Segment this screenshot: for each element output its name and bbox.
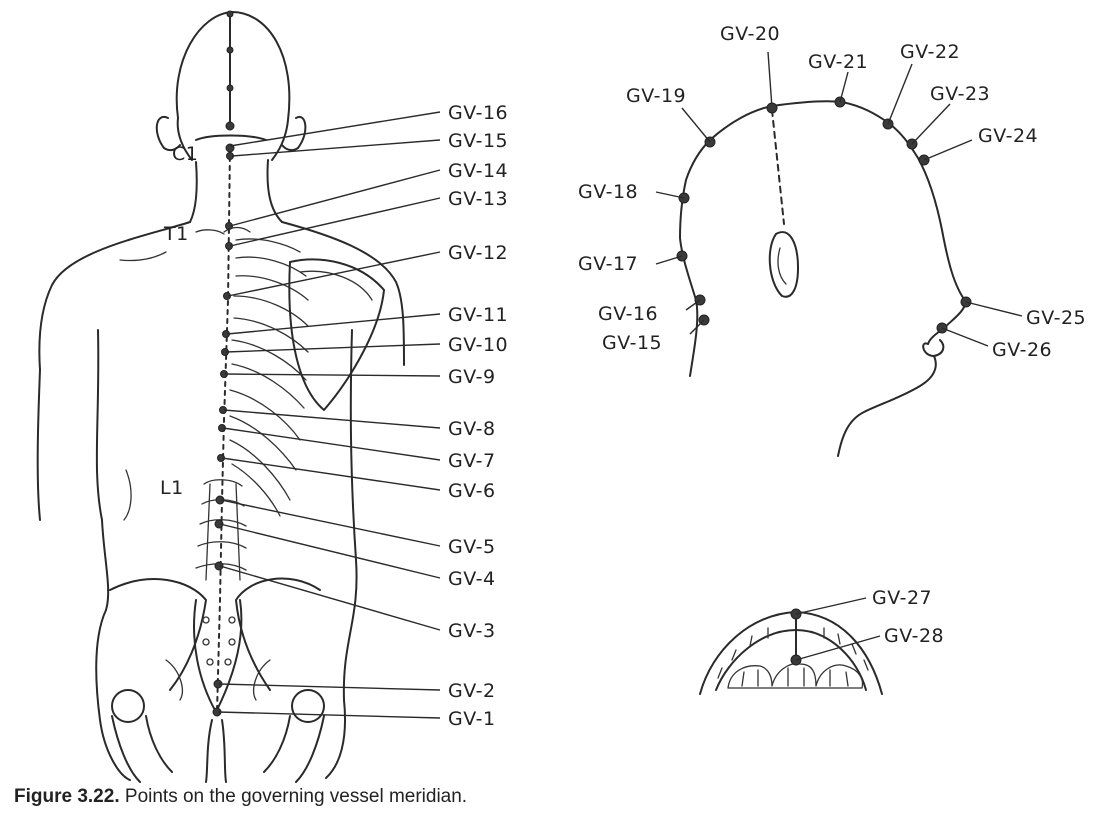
label-head-gv17: GV-17: [578, 253, 638, 275]
back-body-outline: [36, 11, 405, 783]
label-back-gv15: GV-15: [448, 130, 508, 152]
label-head-gv23: GV-23: [930, 83, 990, 105]
label-back-gv12: GV-12: [448, 242, 508, 264]
label-mouth-gv27: GV-27: [872, 587, 932, 609]
label-back-gv7: GV-7: [448, 450, 496, 472]
label-head-gv25: GV-25: [1026, 307, 1086, 329]
mouth-view: [699, 611, 883, 695]
label-head-gv15: GV-15: [602, 332, 662, 354]
rib-cage: [195, 226, 385, 517]
label-c1: C1: [172, 143, 198, 165]
figure-caption: Figure 3.22. Points on the governing ves…: [14, 786, 467, 808]
head-profile-leaders: [655, 63, 1023, 347]
label-back-gv9: GV-9: [448, 366, 496, 388]
label-t1: T1: [163, 223, 189, 245]
figure-caption-text: Points on the governing vessel meridian.: [124, 786, 468, 807]
label-head-gv21: GV-21: [808, 51, 868, 73]
label-head-gv16: GV-16: [598, 303, 658, 325]
label-back-gv1: GV-1: [448, 708, 496, 730]
label-l1: L1: [160, 477, 184, 499]
label-back-gv11: GV-11: [448, 304, 508, 326]
head-profile-outline: [679, 51, 967, 457]
label-head-gv18: GV-18: [578, 181, 638, 203]
label-back-gv14: GV-14: [448, 160, 508, 182]
back-view-leaders: [217, 111, 441, 719]
label-back-gv5: GV-5: [448, 536, 496, 558]
label-back-gv8: GV-8: [448, 418, 496, 440]
back-view-points: [212, 143, 235, 717]
label-back-gv4: GV-4: [448, 568, 496, 590]
back-head-midline: [195, 10, 267, 141]
mouth-view-labels: GV-27 GV-28: [872, 587, 944, 647]
label-back-gv6: GV-6: [448, 480, 496, 502]
label-back-gv10: GV-10: [448, 334, 508, 356]
back-view-labels: GV-16 GV-15 GV-14 GV-13 GV-12 GV-11 GV-1…: [160, 102, 508, 730]
label-head-gv26: GV-26: [992, 339, 1052, 361]
label-back-gv13: GV-13: [448, 188, 508, 210]
spine-midline: [216, 147, 231, 713]
head-profile-points: [676, 96, 972, 334]
label-head-gv19: GV-19: [626, 85, 686, 107]
label-head-gv22: GV-22: [900, 41, 960, 63]
label-head-gv20: GV-20: [720, 23, 780, 45]
mouth-view-leaders: [795, 597, 881, 661]
label-back-gv2: GV-2: [448, 680, 496, 702]
label-back-gv3: GV-3: [448, 620, 496, 642]
head-profile-labels: GV-20 GV-21 GV-22 GV-23 GV-24 GV-19 GV-1…: [578, 23, 1086, 361]
label-back-gv16: GV-16: [448, 102, 508, 124]
label-head-gv24: GV-24: [978, 125, 1038, 147]
figure-number: Figure 3.22.: [14, 786, 120, 807]
label-mouth-gv28: GV-28: [884, 625, 944, 647]
